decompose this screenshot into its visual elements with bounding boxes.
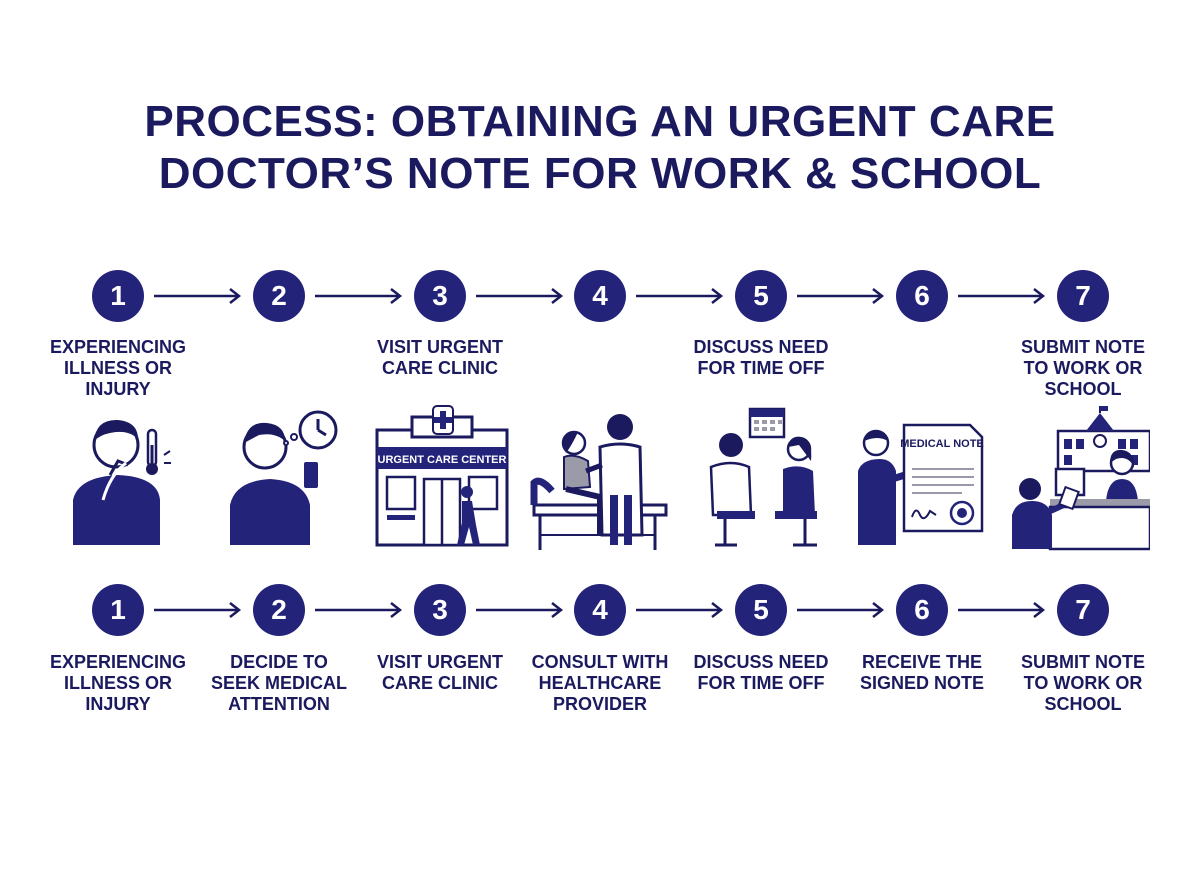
submit-note-illustration bbox=[1010, 405, 1152, 555]
step-4-label: CONSULT WITH HEALTHCARE PROVIDER bbox=[531, 652, 669, 714]
step-1-label-top: EXPERIENCING ILLNESS OR INJURY bbox=[49, 337, 187, 399]
step-1-circle: 1 bbox=[92, 584, 144, 636]
step-5-label-top: DISCUSS NEED FOR TIME OFF bbox=[693, 337, 829, 378]
discussion-illustration bbox=[695, 405, 835, 555]
step-6-label: RECEIVE THE SIGNED NOTE bbox=[859, 652, 984, 693]
illustration-row: URGENT CARE CENTER bbox=[0, 405, 1200, 555]
arrow-icon bbox=[315, 602, 403, 618]
consultation-illustration bbox=[530, 405, 670, 555]
step-4-circle-top: 4 bbox=[574, 270, 626, 322]
arrow-icon bbox=[315, 288, 403, 304]
step-1-label: EXPERIENCING ILLNESS OR INJURY bbox=[49, 652, 187, 714]
step-7-label: SUBMIT NOTE TO WORK OR SCHOOL bbox=[1021, 652, 1145, 714]
arrow-icon bbox=[154, 602, 242, 618]
step-7-circle-top: 7 bbox=[1057, 270, 1109, 322]
medical-note-illustration: MEDICAL NOTE bbox=[852, 405, 992, 555]
clinic-sign-text: URGENT CARE CENTER bbox=[378, 454, 507, 466]
arrow-icon bbox=[958, 288, 1046, 304]
title-line-1: PROCESS: OBTAINING AN URGENT CARE bbox=[144, 97, 1056, 146]
arrow-icon bbox=[636, 602, 724, 618]
step-1-circle-top: 1 bbox=[92, 270, 144, 322]
step-5-label: DISCUSS NEED FOR TIME OFF bbox=[693, 652, 829, 693]
step-3-label: VISIT URGENT CARE CLINIC bbox=[376, 652, 503, 693]
step-7-circle: 7 bbox=[1057, 584, 1109, 636]
step-3-label-top: VISIT URGENT CARE CLINIC bbox=[376, 337, 503, 378]
step-6-circle: 6 bbox=[896, 584, 948, 636]
arrow-icon bbox=[797, 602, 885, 618]
arrow-icon bbox=[958, 602, 1046, 618]
step-7-label-top: SUBMIT NOTE TO WORK OR SCHOOL bbox=[1021, 337, 1145, 399]
arrow-icon bbox=[476, 602, 564, 618]
note-title-text: MEDICAL NOTE bbox=[900, 438, 984, 450]
clinic-building-illustration: URGENT CARE CENTER bbox=[372, 405, 512, 555]
arrow-icon bbox=[154, 288, 242, 304]
step-3-circle-top: 3 bbox=[414, 270, 466, 322]
title-line-2: DOCTOR’S NOTE FOR WORK & SCHOOL bbox=[158, 149, 1042, 198]
step-2-circle-top: 2 bbox=[253, 270, 305, 322]
step-5-circle-top: 5 bbox=[735, 270, 787, 322]
infographic-title: PROCESS: OBTAINING AN URGENT CARE DOCTOR… bbox=[0, 96, 1200, 200]
sick-person-illustration bbox=[48, 405, 188, 555]
step-3-circle: 3 bbox=[414, 584, 466, 636]
top-step-numbers: 1 2 3 4 5 6 7 bbox=[0, 270, 1200, 326]
phone-decision-illustration bbox=[215, 405, 355, 555]
bottom-step-numbers: 1 2 3 4 5 6 7 bbox=[0, 584, 1200, 640]
step-5-circle: 5 bbox=[735, 584, 787, 636]
step-2-circle: 2 bbox=[253, 584, 305, 636]
arrow-icon bbox=[636, 288, 724, 304]
arrow-icon bbox=[797, 288, 885, 304]
step-2-label: DECIDE TO SEEK MEDICAL ATTENTION bbox=[210, 652, 347, 714]
arrow-icon bbox=[476, 288, 564, 304]
step-4-circle: 4 bbox=[574, 584, 626, 636]
step-6-circle-top: 6 bbox=[896, 270, 948, 322]
